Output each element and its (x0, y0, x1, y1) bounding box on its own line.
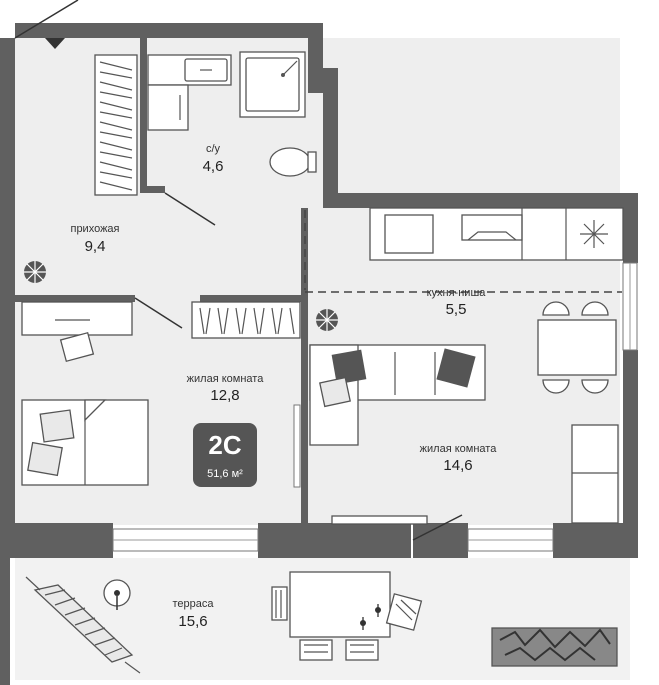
room-bathroom-name: с/у (206, 143, 221, 155)
room-kitchen-area: 5,5 (446, 301, 467, 318)
room-hallway-name: прихожая (70, 223, 119, 235)
apartment-badge: 2С 51,6 м² (193, 423, 257, 487)
room-living-1-area: 12,8 (210, 387, 239, 404)
room-kitchen-name: кухня-ниша (427, 287, 487, 299)
desk (21, 301, 133, 336)
sofa (309, 344, 486, 446)
plant-hallway (24, 261, 46, 283)
planter (491, 627, 618, 667)
hammock (25, 576, 141, 674)
doors (14, 0, 463, 541)
bathroom-fixtures (147, 51, 317, 177)
walls (0, 23, 638, 685)
snowflake-icon (580, 220, 608, 248)
room-terrace-area: 15,6 (178, 613, 207, 630)
room-bathroom-area: 4,6 (203, 158, 224, 175)
room-living-2-area: 14,6 (443, 457, 472, 474)
tv-stand (331, 515, 428, 525)
badge-code: 2С (208, 430, 241, 460)
badge-background (193, 423, 257, 487)
kitchen-unit (369, 207, 624, 261)
room-terrace-name: терраса (172, 598, 214, 610)
hallway-wardrobe (94, 54, 138, 196)
terrace-lamp (103, 579, 131, 610)
windows (112, 262, 638, 552)
room-hallway-area: 9,4 (85, 238, 106, 255)
room-living-2-name: жилая комната (420, 443, 498, 455)
room-living-1-name: жилая комната (187, 373, 265, 385)
entrance-arrow-icon (45, 38, 65, 49)
badge-area: 51,6 м² (207, 468, 243, 480)
living-room-wardrobe (571, 424, 619, 524)
plant-living (316, 309, 338, 331)
bookshelf (191, 301, 301, 339)
desk-chair (59, 331, 95, 363)
dining-set (537, 301, 617, 394)
terrace-table (271, 571, 423, 661)
bed (21, 399, 149, 486)
terrace-glasses-icon (360, 604, 381, 630)
